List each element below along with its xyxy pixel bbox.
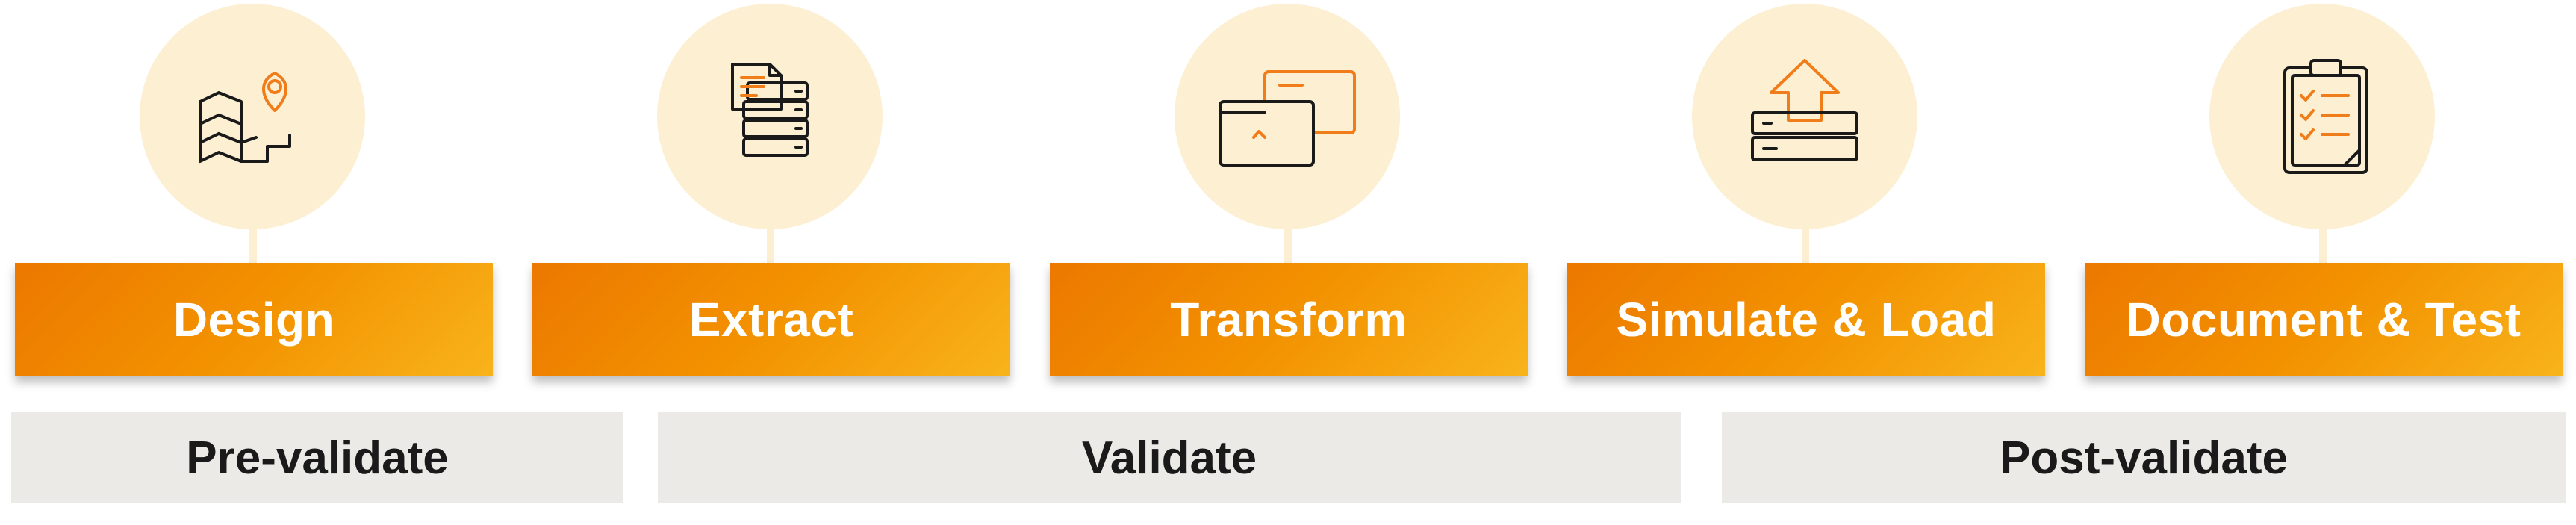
step-document-test: Document & Test xyxy=(2085,0,2563,388)
step-simulate-load: Simulate & Load xyxy=(1567,0,2045,388)
phase-post-validate: Post-validate xyxy=(1722,412,2566,503)
step-document-test-circle xyxy=(2209,4,2435,229)
step-design: Design xyxy=(15,0,493,388)
transform-windows-icon xyxy=(1219,70,1356,167)
step-transform-connector xyxy=(1284,224,1292,265)
step-extract-label: Extract xyxy=(532,263,1010,376)
step-extract-connector xyxy=(767,224,774,265)
step-transform-label: Transform xyxy=(1050,263,1528,376)
step-simulate-load-circle xyxy=(1692,4,1917,229)
phase-pre-validate: Pre-validate xyxy=(11,412,623,503)
documents-stack-icon xyxy=(731,63,809,157)
map-pin-icon xyxy=(199,72,291,163)
step-extract-circle xyxy=(657,4,883,229)
step-transform: Transform xyxy=(1050,0,1528,388)
step-extract: Extract xyxy=(532,0,1010,388)
step-document-test-connector xyxy=(2319,224,2327,265)
step-design-circle xyxy=(140,4,365,229)
step-transform-circle xyxy=(1175,4,1400,229)
step-design-connector xyxy=(249,224,257,265)
step-simulate-load-connector xyxy=(1802,224,1809,265)
phase-validate: Validate xyxy=(658,412,1681,503)
step-document-test-label: Document & Test xyxy=(2085,263,2563,376)
step-simulate-load-label: Simulate & Load xyxy=(1567,263,2045,376)
step-design-label: Design xyxy=(15,263,493,376)
clipboard-checklist-icon xyxy=(2283,59,2368,174)
upload-server-icon xyxy=(1751,59,1858,161)
